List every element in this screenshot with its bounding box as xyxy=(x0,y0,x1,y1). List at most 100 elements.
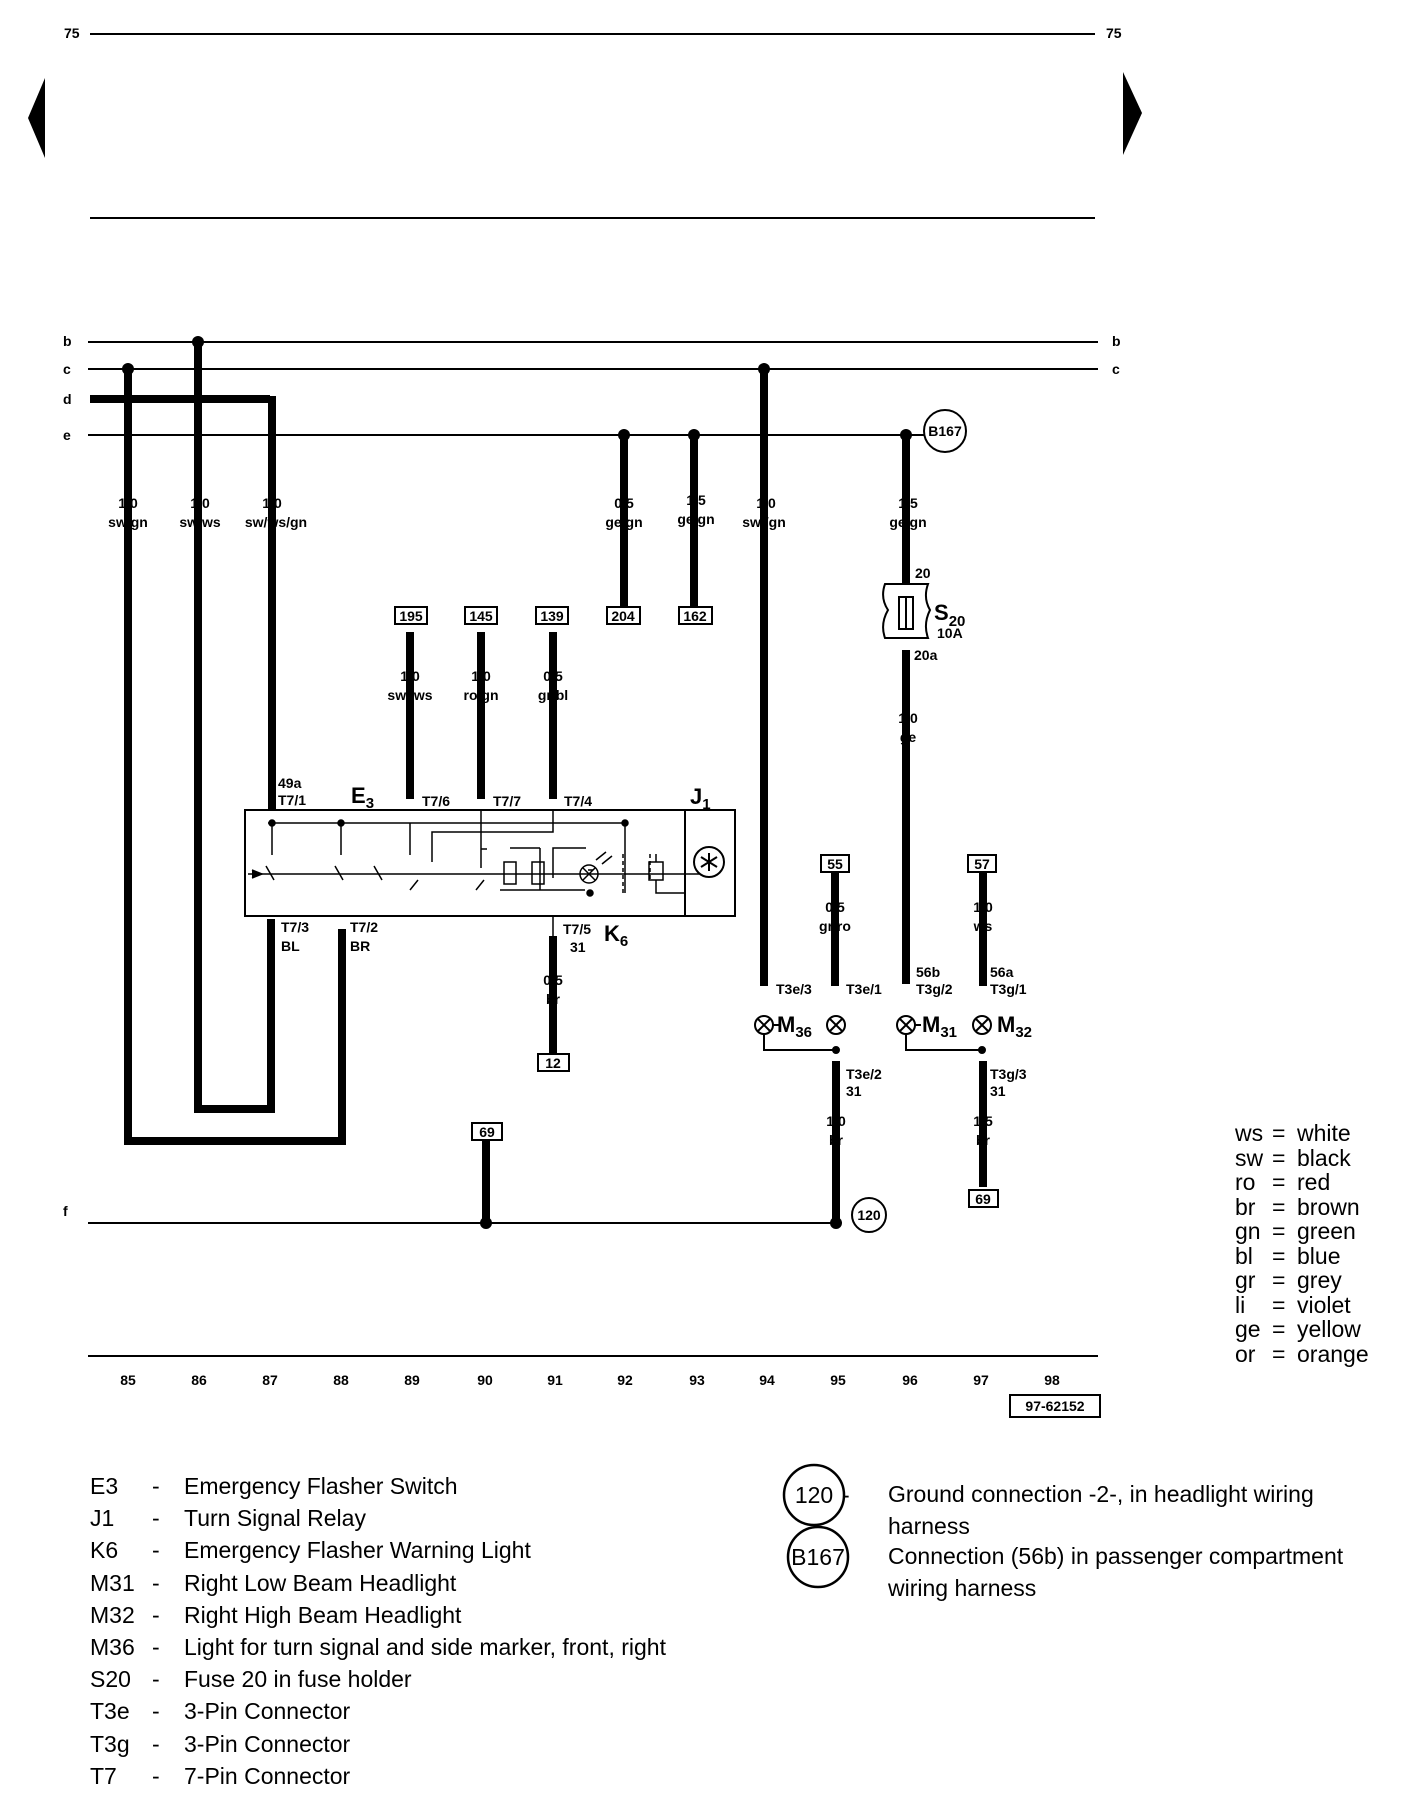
pin-label: T3e/3 xyxy=(776,981,812,997)
color-code: sw xyxy=(1235,1144,1264,1171)
wire-runs xyxy=(124,338,987,1227)
ref-box-162 xyxy=(678,606,713,625)
label-M36: M36 xyxy=(777,1012,812,1041)
color-name: grey xyxy=(1297,1267,1342,1293)
color-code: gn xyxy=(1235,1218,1261,1244)
pin-label: T3g/1 xyxy=(990,981,1027,997)
column-number: 96 xyxy=(902,1372,918,1388)
ground-120-symbol xyxy=(851,1197,887,1233)
wire-color: ge/gn xyxy=(677,511,714,527)
ref-145: 145 xyxy=(469,608,493,624)
legend-B167-desc: Connection (56b) in passenger compartmen… xyxy=(888,1543,1344,1601)
legend-ground-120-desc: Ground connection -2-, in headlight wiri… xyxy=(888,1481,1314,1539)
legend-description: Emergency Flasher Switch xyxy=(184,1473,458,1499)
legend-dash: - xyxy=(152,1730,160,1757)
ref-57: 57 xyxy=(974,856,990,872)
legend-dash: - xyxy=(152,1601,160,1628)
pin-label: T7/3 xyxy=(281,919,309,935)
color-equals: = xyxy=(1272,1267,1286,1293)
column-number: 93 xyxy=(689,1372,705,1388)
ref-69-right: 69 xyxy=(975,1191,991,1207)
pin-label: 56a xyxy=(990,964,1014,980)
legend-dash: - xyxy=(842,1482,850,1508)
wire-size: 0,5 xyxy=(543,668,563,684)
ref-139: 139 xyxy=(540,608,564,624)
pin-label: T3e/1 xyxy=(846,981,882,997)
wire-color: ge xyxy=(900,729,917,745)
wire-color: ge/gn xyxy=(889,514,926,530)
color-code: or xyxy=(1235,1340,1256,1367)
prev-page-arrow-icon[interactable] xyxy=(28,78,45,158)
pin-label: 49a xyxy=(278,775,302,791)
legend-code: T7 xyxy=(90,1762,117,1789)
wire-size: 1,0 xyxy=(973,899,993,915)
bus-lines: b b c c d e f xyxy=(63,333,1121,1224)
column-number: 86 xyxy=(191,1372,207,1388)
fuse-rating: 10A xyxy=(937,625,963,641)
ref-box-12 xyxy=(537,1053,570,1072)
ref-box-195 xyxy=(394,606,428,625)
wire-size: 1,5 xyxy=(898,495,918,511)
legend-description: Light for turn signal and side marker, f… xyxy=(184,1634,666,1660)
wire-color: ws xyxy=(973,918,993,934)
legend-description: 7-Pin Connector xyxy=(184,1762,351,1789)
page-number-right: 75 xyxy=(1106,25,1122,41)
color-code: li xyxy=(1235,1291,1246,1318)
wire-size: 1,5 xyxy=(973,1113,993,1129)
pin-label: T7/5 xyxy=(563,921,591,937)
bus-label-b-right: b xyxy=(1112,333,1121,349)
pin-label: 31 xyxy=(990,1083,1006,1099)
legend-description: Emergency Flasher Warning Light xyxy=(184,1537,531,1564)
wire-color: sw /ws xyxy=(387,687,432,703)
ref-box-145 xyxy=(464,606,498,625)
legend-description: 3-Pin Connector xyxy=(184,1730,351,1757)
wire-size: 1,0 xyxy=(826,1113,846,1129)
color-name: brown xyxy=(1297,1193,1360,1220)
legend-dash: - xyxy=(152,1698,160,1725)
color-equals: = xyxy=(1272,1291,1286,1318)
column-number: 89 xyxy=(404,1372,420,1388)
color-name: orange xyxy=(1297,1340,1369,1367)
ref-box-55 xyxy=(820,854,850,873)
wire-color: sw /gn xyxy=(742,514,786,530)
ref-box-69-left xyxy=(471,1122,503,1141)
legend-ground-120-symbol: 120 xyxy=(795,1482,833,1508)
label-K6: K6 xyxy=(604,921,628,950)
fuse-S20[interactable]: 20 20a S20 10A xyxy=(882,565,965,663)
wire-size: 1,0 xyxy=(190,495,210,511)
bus-label-d: d xyxy=(63,391,72,407)
legend-code: M32 xyxy=(90,1601,135,1628)
color-code: ws xyxy=(1235,1120,1264,1146)
wire-color: br xyxy=(829,1132,844,1148)
ref-box-69-right xyxy=(968,1189,999,1208)
next-page-arrow-icon[interactable] xyxy=(1123,72,1142,155)
fuse-S20-label: S20 xyxy=(934,600,965,630)
color-equals: = xyxy=(1272,1120,1286,1146)
bus-label-f: f xyxy=(63,1203,68,1219)
wire-color: ge/gn xyxy=(605,514,642,530)
legend-dash: - xyxy=(152,1569,160,1596)
wire-color: gr/bl xyxy=(538,687,568,703)
color-code: gr xyxy=(1235,1267,1256,1293)
bus-label-c: c xyxy=(63,361,71,377)
ref-69-left: 69 xyxy=(479,1124,495,1140)
pin-label: T3g/3 xyxy=(990,1066,1027,1082)
legend-code: M36 xyxy=(90,1634,135,1660)
column-number: 90 xyxy=(477,1372,493,1388)
legend-B167-icon xyxy=(786,1525,850,1589)
color-name: yellow xyxy=(1297,1316,1361,1342)
legend-description: 3-Pin Connector xyxy=(184,1698,351,1725)
column-number: 95 xyxy=(830,1372,846,1388)
E3-switch-J1-relay xyxy=(244,809,736,936)
color-equals: = xyxy=(1272,1316,1286,1342)
color-equals: = xyxy=(1272,1169,1286,1195)
color-name: green xyxy=(1297,1218,1356,1244)
pin-label: 56b xyxy=(916,964,940,980)
wire-color: sw/ws/gn xyxy=(245,514,307,530)
legend-code: S20 xyxy=(90,1666,131,1693)
column-number: 85 xyxy=(120,1372,136,1388)
bus-label-b: b xyxy=(63,333,72,349)
pin-label: T7/7 xyxy=(493,793,521,809)
